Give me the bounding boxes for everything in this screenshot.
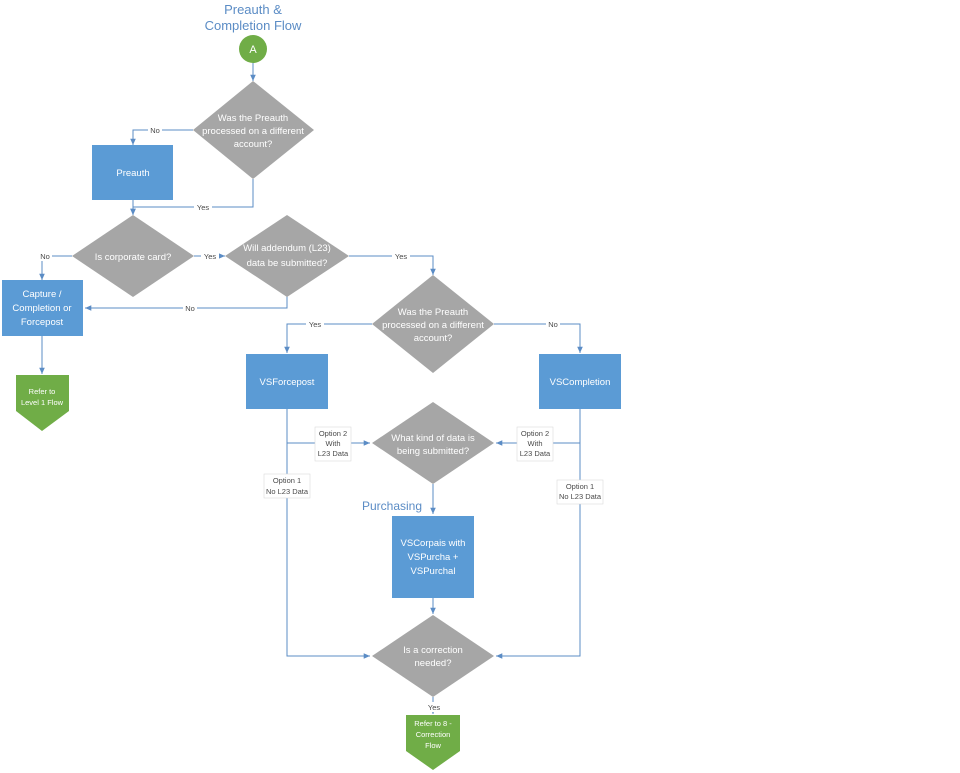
- process-label: VSCorpais with: [401, 538, 466, 549]
- decision-line: Was the Preauth: [218, 113, 288, 124]
- process-label: VSPurcha +: [408, 552, 459, 563]
- edge-labels: No Yes No Yes Yes No Yes No Option 2 Wit…: [38, 125, 604, 712]
- process-vscorpais[interactable]: VSCorpais with VSPurcha + VSPurchal: [392, 516, 474, 598]
- start-connector-label: A: [249, 44, 257, 56]
- edge-addendum-no: [85, 296, 288, 311]
- decision-line: processed on a different: [382, 320, 484, 331]
- edge-completion-option1: [496, 443, 581, 659]
- process-label: Forcepost: [21, 317, 64, 328]
- terminal-label: Refer to 8 -: [414, 719, 452, 728]
- decision-correction[interactable]: Is a correction needed?: [372, 615, 494, 697]
- edge-label-no: No: [40, 252, 50, 261]
- edge-diff-account-1-no: [130, 129, 193, 145]
- decision-line: data be submitted?: [247, 258, 328, 269]
- terminal-label: Refer to: [29, 387, 56, 396]
- decision-line: Will addendum (L23): [243, 243, 331, 254]
- edge-label-no: No: [185, 304, 195, 313]
- process-vscompletion[interactable]: VSCompletion: [539, 354, 621, 409]
- edge-label-yes: Yes: [204, 252, 216, 261]
- edge-label-option2: With: [326, 439, 341, 448]
- edge-diff-account-2-no: [494, 323, 583, 353]
- title-line-1: Preauth &: [224, 2, 282, 17]
- title-line-2: Completion Flow: [205, 18, 302, 33]
- decision-line: Is corporate card?: [95, 252, 172, 263]
- edge-label-yes: Yes: [428, 703, 440, 712]
- terminal-label: Flow: [425, 741, 441, 750]
- offpage-connector: [16, 375, 69, 431]
- edge-label-option1: Option 1: [273, 476, 301, 485]
- edge-label-option1: Option 1: [566, 482, 594, 491]
- decision-line: account?: [234, 139, 273, 150]
- edge-addendum-yes: [349, 255, 436, 275]
- process-label: Preauth: [116, 168, 149, 179]
- start-connector-circle: [239, 35, 267, 63]
- edge-diff-account-2-yes: [284, 323, 372, 353]
- edge-label-yes: Yes: [309, 320, 321, 329]
- decision-addendum[interactable]: Will addendum (L23) data be submitted?: [225, 215, 349, 297]
- process-box: [92, 145, 173, 200]
- edge-label-option2: L23 Data: [318, 449, 349, 458]
- edge-label-option1: No L23 Data: [266, 487, 309, 496]
- decision-data-kind[interactable]: What kind of data is being submitted?: [372, 402, 494, 484]
- decision-line: What kind of data is: [391, 433, 475, 444]
- decision-line: Was the Preauth: [398, 307, 468, 318]
- edge-label-no: No: [548, 320, 558, 329]
- terminal-level1-flow[interactable]: Refer to Level 1 Flow: [16, 375, 69, 431]
- edge-label-yes: Yes: [395, 252, 407, 261]
- decision-diff-account-2[interactable]: Was the Preauth processed on a different…: [372, 275, 494, 373]
- start-connector[interactable]: A: [239, 35, 267, 63]
- decision-diamond: [372, 615, 494, 697]
- edge-label-option2: Option 2: [521, 429, 549, 438]
- decision-line: account?: [414, 333, 453, 344]
- process-label: VSCompletion: [550, 377, 611, 388]
- decision-diamond: [372, 275, 494, 373]
- edge-label-no: No: [150, 126, 160, 135]
- process-box: [2, 280, 83, 336]
- offpage-connector: [406, 715, 460, 770]
- edge-forcepost-option1: [286, 443, 370, 659]
- process-label: Capture /: [22, 289, 61, 300]
- edge-label-option2: L23 Data: [520, 449, 551, 458]
- edge-label-yes: Yes: [197, 203, 209, 212]
- terminal-label: Correction: [416, 730, 451, 739]
- edge-label-option2: With: [528, 439, 543, 448]
- process-label: Completion or: [12, 303, 71, 314]
- terminal-correction-flow[interactable]: Refer to 8 - Correction Flow: [406, 715, 460, 770]
- process-box: [246, 354, 328, 409]
- terminal-label: Level 1 Flow: [21, 398, 64, 407]
- process-box: [392, 516, 474, 598]
- process-vsforcepost[interactable]: VSForcepost: [246, 354, 328, 409]
- decision-line: needed?: [415, 658, 452, 669]
- process-label: VSForcepost: [260, 377, 315, 388]
- process-box: [539, 354, 621, 409]
- decision-line: being submitted?: [397, 446, 469, 457]
- decision-diff-account-1[interactable]: Was the Preauth processed on a different…: [193, 81, 314, 179]
- process-label: VSPurchal: [411, 566, 456, 577]
- decision-line: processed on a different: [202, 126, 304, 137]
- decision-corporate-card[interactable]: Is corporate card?: [72, 215, 194, 297]
- section-label-purchasing: Purchasing: [362, 499, 422, 513]
- decision-diamond: [372, 402, 494, 484]
- decision-diamond: [72, 215, 194, 297]
- diagram-title: Preauth & Completion Flow: [205, 2, 302, 33]
- decision-line: Is a correction: [403, 645, 463, 656]
- process-capture[interactable]: Capture / Completion or Forcepost: [2, 280, 83, 336]
- edge-label-option1: No L23 Data: [559, 492, 602, 501]
- decision-diamond: [225, 215, 349, 297]
- decision-diamond: [193, 81, 314, 179]
- process-preauth[interactable]: Preauth: [92, 145, 173, 200]
- edge-label-option2: Option 2: [319, 429, 347, 438]
